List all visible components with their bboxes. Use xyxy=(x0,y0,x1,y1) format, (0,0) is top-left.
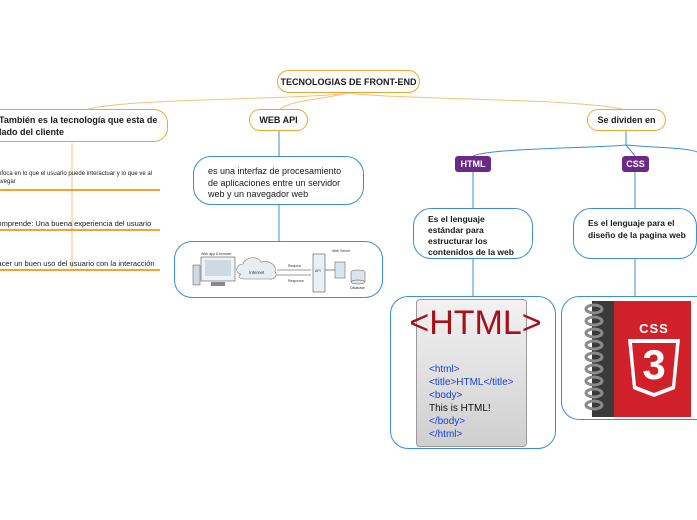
html-image-node[interactable]: <HTML> <html> <title>HTML</title> <body>… xyxy=(390,296,556,449)
html-tag-label: HTML xyxy=(460,159,486,169)
code-line-3: <body> xyxy=(429,390,463,401)
code-line-4: This is HTML! xyxy=(429,403,491,414)
css-image-node[interactable]: CSS 3 xyxy=(561,296,697,420)
html-description-node[interactable]: Es el lenguaje estándar para estructurar… xyxy=(413,208,533,259)
spiral-rings-icon xyxy=(584,303,604,411)
css-logo-text: CSS xyxy=(639,321,669,336)
api-box-icon xyxy=(312,253,326,293)
link-divide-more xyxy=(625,144,697,153)
request-label: Request xyxy=(288,264,301,268)
code-line-5: </body> xyxy=(429,416,466,427)
webapi-description-node[interactable]: es una interfaz de procesamiento de apli… xyxy=(193,156,364,205)
link-divide-css xyxy=(625,144,636,157)
response-label: Response xyxy=(288,279,304,283)
left-item-1: Enfoca en lo que el usuario puede intera… xyxy=(0,171,153,185)
html-code-block: <html> <title>HTML</title> <body> This i… xyxy=(429,363,513,441)
webapi-title: WEB API xyxy=(259,115,298,125)
webapi-diagram-node[interactable]: Web app & browser Internet Request Respo… xyxy=(174,241,383,298)
divide-title: Se dividen en xyxy=(597,115,656,125)
webapi-diagram-image: Web app & browser Internet Request Respo… xyxy=(192,249,366,293)
client-label: Web app & browser xyxy=(201,252,233,256)
css-description: Es el lenguaje para el diseño de la pagi… xyxy=(588,218,686,240)
link-root-left xyxy=(84,92,349,111)
link-root-webapi xyxy=(278,92,349,111)
css3-number: 3 xyxy=(642,341,666,388)
css3-shield-icon xyxy=(628,339,680,397)
server-label: Web Server xyxy=(332,249,351,253)
code-line-6: </html> xyxy=(429,429,463,440)
server-icon xyxy=(334,261,346,279)
left-title: También es la tecnología que esta de lad… xyxy=(0,115,158,137)
left-item-2: Comprende: Una buena experiencia del usu… xyxy=(0,219,152,228)
link-divide-html xyxy=(472,131,627,157)
link-root-divide xyxy=(347,92,627,111)
css-tag[interactable]: CSS xyxy=(622,156,649,172)
html-description: Es el lenguaje estándar para estructurar… xyxy=(428,214,514,257)
api-label: API xyxy=(315,269,321,273)
html-logo-text: <HTML> xyxy=(409,304,542,342)
left-item-1-underline xyxy=(0,189,160,191)
root-title: TECNOLOGIAS DE FRONT-END xyxy=(280,76,417,87)
css-tag-label: CSS xyxy=(626,159,645,169)
divide-node[interactable]: Se dividen en xyxy=(587,109,666,131)
cloud-icon xyxy=(236,257,277,280)
css-description-node[interactable]: Es el lenguaje para el diseño de la pagi… xyxy=(573,208,697,259)
left-item-3-underline xyxy=(0,269,160,271)
root-node[interactable]: TECNOLOGIAS DE FRONT-END xyxy=(277,70,420,93)
database-label: Database xyxy=(350,286,365,290)
left-item-3: Hacer un buen uso del usuario con la int… xyxy=(0,259,155,268)
webapi-node[interactable]: WEB API xyxy=(249,109,308,131)
html-tag[interactable]: HTML xyxy=(455,156,491,172)
html-card-image xyxy=(416,299,527,447)
cloud-label: Internet xyxy=(249,270,265,275)
left-node[interactable]: También es la tecnología que esta de lad… xyxy=(0,109,168,142)
code-line-2: <title>HTML</title> xyxy=(429,377,514,388)
left-item-2-underline xyxy=(0,229,160,231)
webapi-description: es una interfaz de procesamiento de apli… xyxy=(208,166,342,199)
code-line-1: <html> xyxy=(429,364,460,375)
